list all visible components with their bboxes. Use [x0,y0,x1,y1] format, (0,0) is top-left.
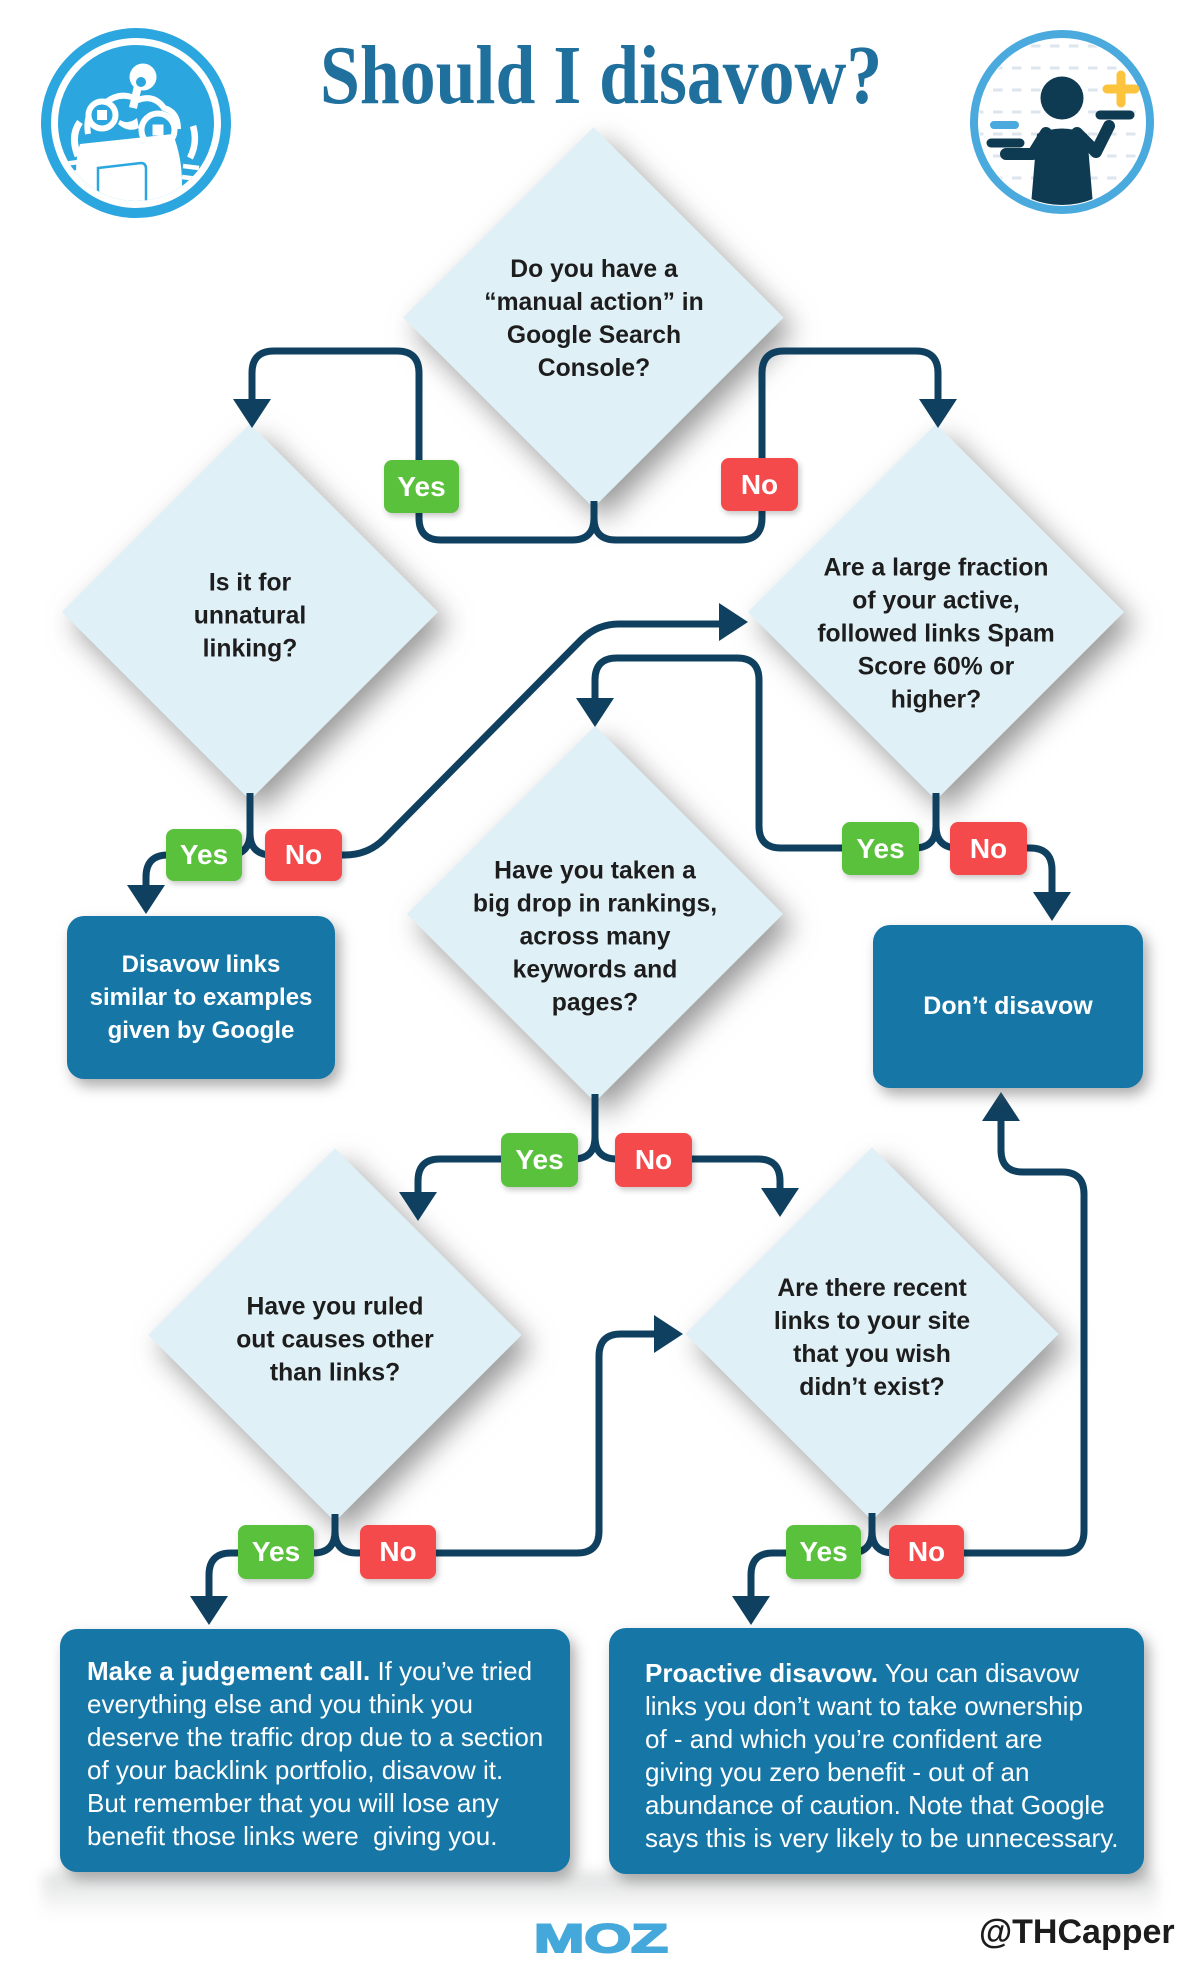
svg-text:MOZ: MOZ [534,1917,668,1961]
